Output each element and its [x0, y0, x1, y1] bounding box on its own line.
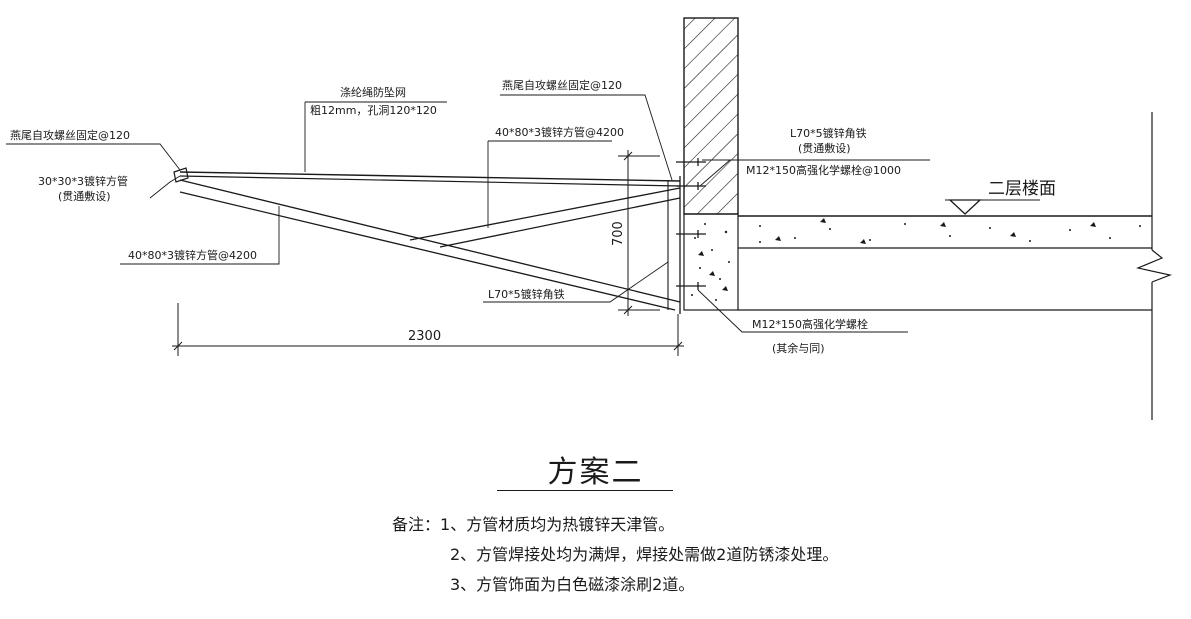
- concrete-beam: [683, 213, 739, 311]
- notes-block: 备注：1、方管材质均为热镀锌天津管。 2、方管焊接处均为满焊，焊接处需做2道防锈…: [392, 510, 838, 600]
- label-tube-40-upper: 40*80*3镀锌方管@4200: [495, 125, 624, 139]
- label-tube-30-line1: 30*30*3镀锌方管: [38, 174, 128, 188]
- label-angle-upper-line2: (贯通敷设): [798, 141, 851, 155]
- section-drawing: 二层楼面 700 2300: [6, 17, 1173, 420]
- label-tube-30-line2: (贯通敷设): [58, 189, 111, 203]
- title-underline: [497, 490, 673, 491]
- steel-frame: [173, 167, 681, 314]
- label-screw-top: 燕尾自攻螺丝固定@120: [502, 78, 622, 92]
- label-net-title: 涤纶绳防坠网: [340, 85, 406, 99]
- label-bolt-lower-line2: (其余与同): [772, 341, 825, 355]
- label-bolt-lower-line1: M12*150高强化学螺栓: [752, 317, 868, 331]
- leader-lines: [6, 94, 930, 333]
- note-item-1: 备注：1、方管材质均为热镀锌天津管。: [392, 510, 838, 540]
- dimension-height-label: 700: [611, 221, 626, 246]
- floor-slab: [738, 112, 1173, 420]
- label-screw-left: 燕尾自攻螺丝固定@120: [10, 128, 130, 142]
- label-net-spec: 粗12mm，孔洞120*120: [310, 104, 437, 117]
- brick-wall: [683, 17, 739, 215]
- label-bolt-upper: M12*150高强化学螺栓@1000: [746, 163, 901, 177]
- label-tube-40-lower: 40*80*3镀锌方管@4200: [128, 248, 257, 262]
- floor-label: 二层楼面: [988, 179, 1056, 199]
- note-item-2: 2、方管焊接处均为满焊，焊接处需做2道防锈漆处理。: [392, 540, 838, 570]
- note-item-3: 3、方管饰面为白色磁漆涂刷2道。: [392, 570, 838, 600]
- dimension-height: [618, 150, 660, 316]
- slab-speckle: [759, 218, 1141, 244]
- floor-level-marker: [948, 199, 982, 215]
- note-text-1: 1、方管材质均为热镀锌天津管。: [440, 515, 675, 534]
- note-text-3: 3、方管饰面为白色磁漆涂刷2道。: [450, 575, 695, 594]
- notes-prefix: 备注：: [392, 515, 441, 534]
- note-text-2: 2、方管焊接处均为满焊，焊接处需做2道防锈漆处理。: [450, 545, 839, 564]
- drawing-title: 方案二: [547, 455, 644, 490]
- dimension-width-label: 2300: [408, 329, 441, 344]
- dimension-width: [172, 303, 684, 356]
- bolts: [676, 158, 706, 290]
- concrete-speckle: [691, 223, 730, 301]
- label-angle-lower: L70*5镀锌角铁: [488, 287, 565, 301]
- label-angle-upper-line1: L70*5镀锌角铁: [790, 126, 867, 140]
